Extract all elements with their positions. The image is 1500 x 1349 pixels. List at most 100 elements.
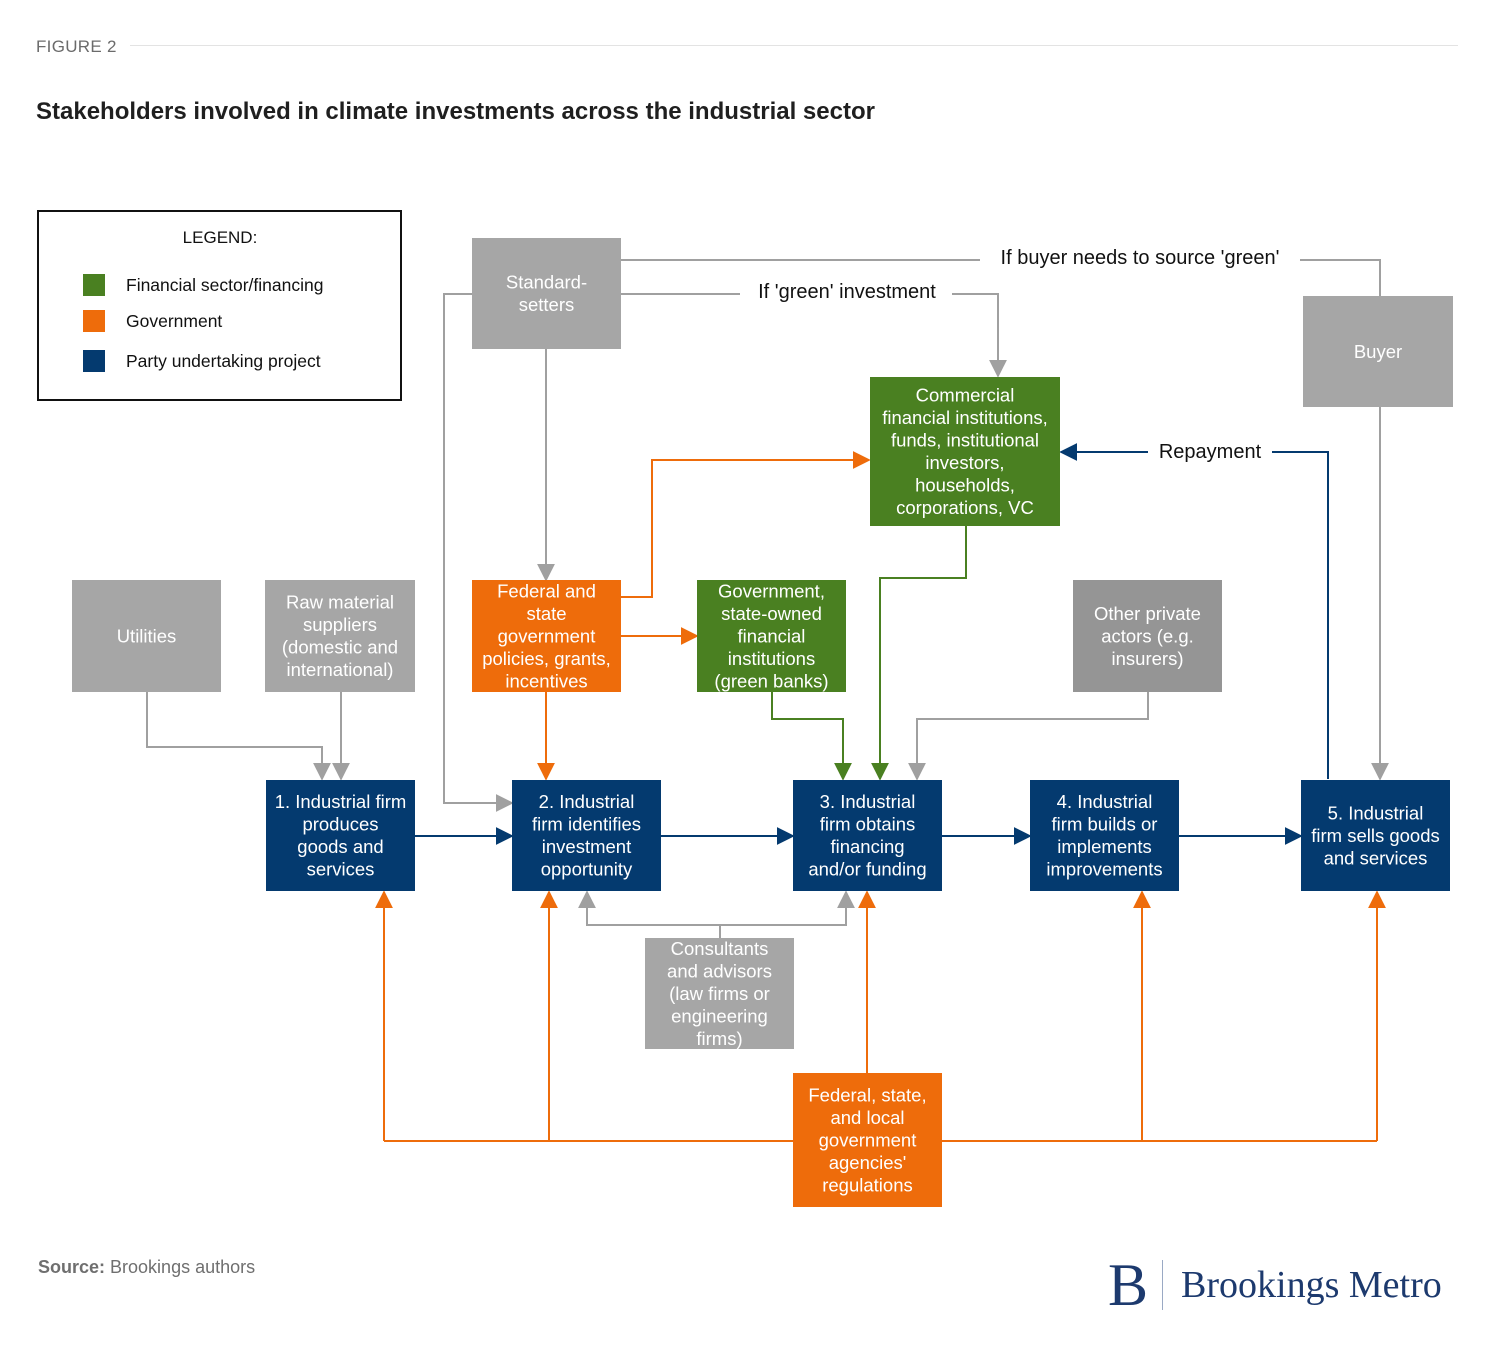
node-label-line: institutions	[728, 648, 815, 669]
node-label-line: agencies'	[829, 1152, 907, 1173]
node-box	[870, 377, 1060, 526]
logo-divider	[1162, 1260, 1164, 1310]
edge-label-repayment: Repayment	[1159, 441, 1262, 463]
edge-fed-policies-to-commercial	[621, 451, 871, 598]
node-label-line: households,	[915, 475, 1015, 496]
node-label-line: state-owned	[721, 603, 822, 624]
node-label-line: financing	[830, 836, 904, 857]
node-label-line: (law firms or	[669, 983, 770, 1004]
node-label-line: 2. Industrial	[539, 791, 635, 812]
node-label-line: financial institutions,	[882, 407, 1048, 428]
connectors	[146, 259, 1389, 1142]
node-label-line: engineering	[671, 1005, 768, 1026]
node-label-line: investment	[542, 836, 631, 857]
edge-label-repayment-bg	[1153, 441, 1267, 463]
legend: LEGEND: Financial sector/financing Gover…	[37, 210, 402, 401]
node-label-line: financial	[738, 625, 806, 646]
node-label-line: (domestic and	[282, 637, 398, 658]
node-label-line: and services	[1324, 847, 1428, 868]
edge-green-investment-to-commercial	[952, 293, 1007, 378]
legend-label-financial: Financial sector/financing	[126, 275, 323, 295]
node-label-line: 1. Industrial firm	[275, 791, 407, 812]
node-label-line: firms)	[696, 1028, 742, 1049]
edge-green-banks-to-step3	[771, 692, 852, 781]
node-utilities: Utilities	[72, 580, 221, 692]
logo-wordmark: Brookings Metro	[1181, 1264, 1442, 1306]
node-label-line: Federal, state,	[808, 1084, 926, 1105]
node-label-line: Buyer	[1354, 341, 1402, 362]
source-text: Brookings authors	[105, 1257, 256, 1277]
edge-standards-to-step2	[443, 293, 514, 812]
node-label-line: Other private	[1094, 603, 1201, 624]
node-box	[1030, 780, 1179, 891]
node-label-line: firm builds or	[1052, 814, 1158, 835]
node-label-line: policies, grants,	[482, 648, 611, 669]
source-label: Source:	[38, 1257, 106, 1277]
edge-consultants-to-step2	[578, 890, 720, 926]
edge-utilities-to-step1	[146, 692, 331, 781]
node-box	[1073, 580, 1222, 692]
node-box	[645, 938, 794, 1049]
source-note: Source: Brookings authors	[38, 1257, 255, 1278]
node-label-line: suppliers	[303, 614, 377, 635]
legend-swatch-financial	[83, 274, 105, 296]
node-label-line: firm sells goods	[1311, 825, 1440, 846]
node-box	[793, 1073, 942, 1207]
node-box	[265, 580, 415, 692]
node-label-line: state	[526, 603, 566, 624]
node-box	[793, 780, 942, 891]
node-label-line: and local	[830, 1107, 904, 1128]
nodes: Standard-setters Buyer Commercialfinanci…	[72, 238, 1453, 1207]
node-box	[1303, 296, 1453, 407]
node-label-line: incentives	[505, 670, 587, 691]
edge-label-buyer-green: If buyer needs to source 'green'	[1001, 247, 1280, 269]
node-label-line: firm obtains	[820, 814, 916, 835]
figure-title: Stakeholders involved in climate investm…	[36, 98, 875, 125]
node-label-line: (green banks)	[714, 670, 828, 691]
node-label-line: firm identifies	[532, 814, 641, 835]
node-label-line: investors,	[925, 452, 1004, 473]
legend-swatch-government	[83, 310, 105, 332]
node-label-line: 4. Industrial	[1057, 791, 1153, 812]
node-label-line: and advisors	[667, 960, 772, 981]
brookings-metro-logo: B Brookings Metro	[1108, 1255, 1442, 1315]
node-label-line: and/or funding	[808, 859, 926, 880]
node-label-line: international)	[287, 659, 394, 680]
node-label-line: implements	[1057, 836, 1152, 857]
node-label-line: goods and	[297, 836, 383, 857]
node-label-line: produces	[302, 814, 378, 835]
node-label-line: government	[819, 1129, 917, 1150]
node-box	[1301, 780, 1450, 891]
node-label-line: insurers)	[1112, 648, 1184, 669]
node-label-line: 5. Industrial	[1328, 802, 1424, 823]
edge-label-buyer-green-bg	[995, 247, 1285, 269]
node-buyer: Buyer	[1303, 296, 1453, 407]
node-label-line: funds, institutional	[891, 430, 1039, 451]
edge-step5-to-repayment	[1272, 451, 1329, 779]
node-label-line: improvements	[1046, 859, 1162, 880]
node-box	[512, 780, 661, 891]
node-box	[472, 238, 621, 349]
node-box	[697, 580, 846, 692]
edge-label-green-investment-bg	[753, 281, 942, 303]
node-label-line: Commercial	[916, 385, 1015, 406]
node-label-line: 3. Industrial	[820, 791, 916, 812]
edge-other-private-to-step3	[908, 692, 1149, 781]
node-green-banks: Government,state-ownedfinancialinstituti…	[697, 580, 846, 692]
edge-buyer-green-to-buyer	[1300, 259, 1381, 296]
node-label-line: Consultants	[671, 938, 769, 959]
node-government-regulations: Federal, state,and localgovernmentagenci…	[793, 1073, 942, 1207]
legend-title: LEGEND:	[183, 228, 258, 247]
node-label-line: government	[498, 625, 596, 646]
